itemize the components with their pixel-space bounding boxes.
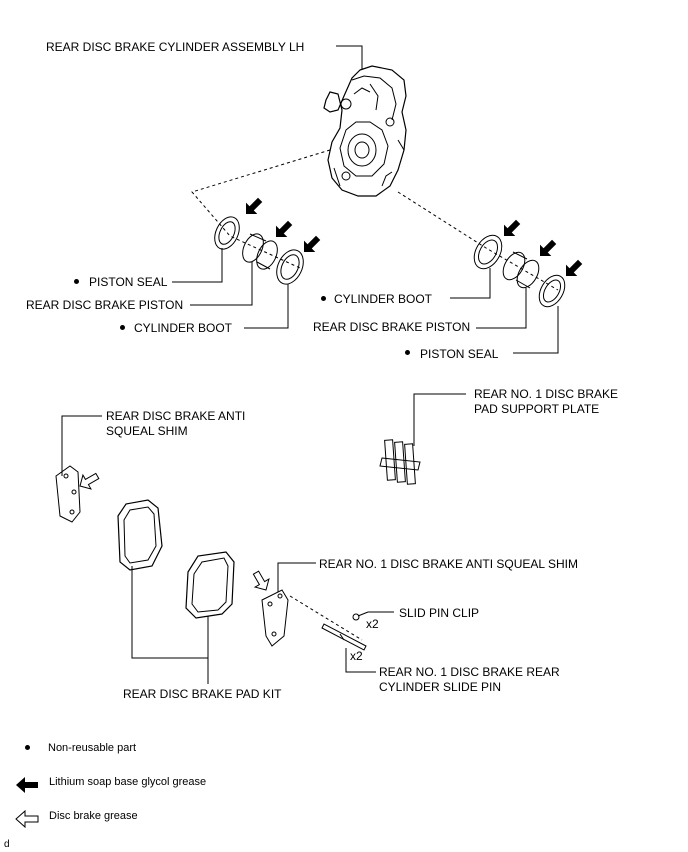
slide-pin-label: REAR NO. 1 DISC BRAKE REAR CYLINDER SLID… [379,665,560,694]
left-cylinder-boot [272,246,309,289]
legend-non-reusable: Non-reusable part [48,742,137,754]
anti-squeal-shim [56,466,80,522]
no1-anti-squeal-shim [262,590,288,646]
caliper-body [324,66,406,196]
legend-filled-arrow-icon [16,777,38,793]
right-piston [499,249,544,292]
non-reusable-dot [74,279,79,284]
piston-seal-left-label: PISTON SEAL [89,275,168,289]
boot-left-label: CYLINDER BOOT [134,321,233,335]
non-reusable-dot [120,325,125,330]
pin-quantity: x2 [350,649,363,663]
support-plate-label: REAR NO. 1 DISC BRAKE PAD SUPPORT PLATE [474,387,619,416]
slide-pin-clip-label: SLID PIN CLIP [399,606,480,620]
legend-outline-arrow-icon [16,811,38,827]
legend-dot-icon [25,745,30,750]
pad-kit-label: REAR DISC BRAKE PAD KIT [123,687,282,701]
anti-squeal-shim-label: REAR DISC BRAKE ANTI SQUEAL SHIM [106,409,246,438]
lithium-grease-arrows [246,197,583,276]
piston-seal-right-label: PISTON SEAL [420,347,499,361]
left-piston-seal [210,213,244,253]
right-piston-seal [534,271,570,311]
disc-grease-arrows [76,469,273,594]
brake-pad-1 [118,500,162,570]
no1-anti-squeal-shim-label: REAR NO. 1 DISC BRAKE ANTI SQUEAL SHIM [319,557,578,571]
clip-quantity: x2 [366,617,379,631]
left-piston [239,231,282,273]
non-reusable-dot [405,350,410,355]
corner-mark: d [4,839,10,850]
legend-lithium: Lithium soap base glycol grease [49,776,207,788]
boot-right-label: CYLINDER BOOT [334,292,433,306]
right-cylinder-boot [469,230,508,273]
piston-left-label: REAR DISC BRAKE PISTON [26,298,184,312]
assembly-label: REAR DISC BRAKE CYLINDER ASSEMBLY LH [46,40,305,54]
pad-support-plate [380,440,420,484]
legend-disc-grease: Disc brake grease [49,810,138,822]
slide-pin [322,624,366,650]
non-reusable-dot [321,296,326,301]
piston-right-label: REAR DISC BRAKE PISTON [313,320,471,334]
slide-pin-clip [353,612,368,620]
brake-pad-2 [186,552,234,618]
